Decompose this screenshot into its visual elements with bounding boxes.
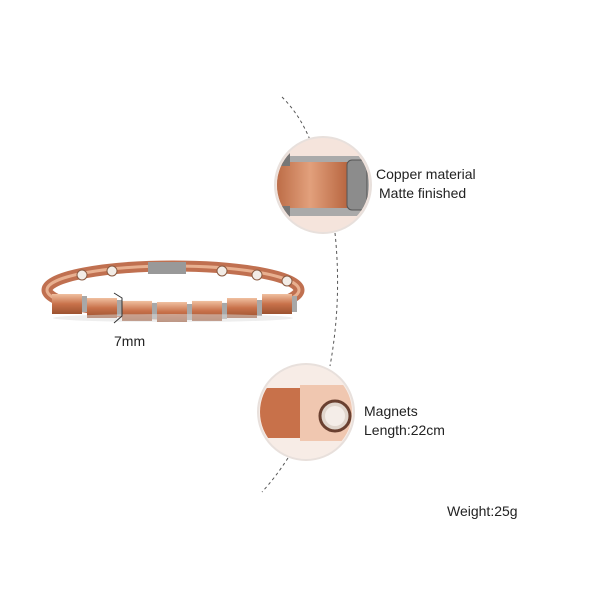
bracelet-link bbox=[52, 294, 82, 314]
guide-line bbox=[261, 457, 289, 493]
link-joint bbox=[222, 302, 227, 319]
link-joint bbox=[257, 300, 262, 316]
magnet bbox=[251, 269, 263, 281]
callout-copper-line2: Matte finished bbox=[379, 185, 467, 201]
link-joint bbox=[117, 300, 122, 316]
bracelet-link bbox=[87, 298, 117, 318]
callout-magnet-line1: Magnets bbox=[364, 403, 418, 419]
detail-magnet bbox=[257, 363, 355, 461]
detail-copper-finish bbox=[274, 136, 372, 234]
guide-line bbox=[281, 96, 311, 141]
callout-copper-line1: Copper material bbox=[376, 166, 476, 182]
guide-line bbox=[329, 232, 339, 367]
link-joint bbox=[292, 296, 297, 312]
callout-magnet-line2: Length:22cm bbox=[364, 422, 445, 438]
width-indicator bbox=[113, 292, 123, 324]
magnet bbox=[76, 269, 88, 281]
weight-label: Weight:25g bbox=[447, 503, 518, 519]
bracelet-image bbox=[41, 260, 305, 322]
magnet bbox=[106, 265, 118, 277]
link-joint bbox=[82, 296, 87, 312]
width-label: 7mm bbox=[114, 333, 146, 349]
magnet bbox=[216, 265, 228, 277]
link-joint bbox=[187, 304, 192, 320]
magnet bbox=[281, 275, 293, 287]
bracelet-link bbox=[262, 294, 292, 314]
clasp bbox=[148, 262, 186, 274]
bracelet-link bbox=[227, 298, 257, 318]
link-joint bbox=[152, 302, 157, 319]
